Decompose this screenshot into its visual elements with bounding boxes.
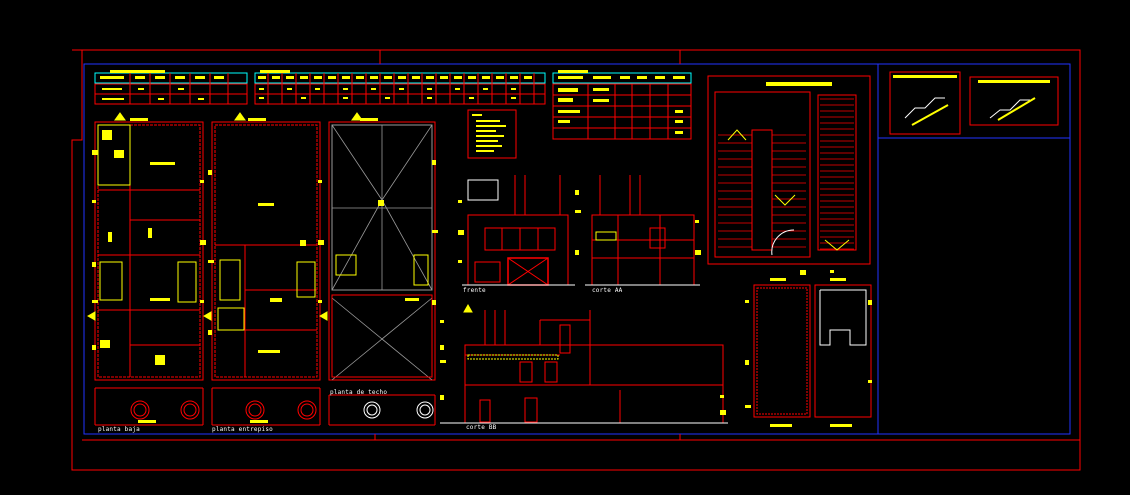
section-markers [86, 112, 473, 321]
plan-mezzanine-annotations [248, 118, 306, 423]
detail-box-1 [889, 71, 961, 135]
section-bb [440, 310, 728, 424]
title-frente: frente [463, 287, 486, 294]
schedule-table-2 [254, 70, 546, 105]
plan-roof-annotations [360, 118, 419, 301]
schedule-table-1 [94, 70, 248, 105]
section-aa [585, 175, 700, 286]
detail-box-2 [969, 76, 1059, 126]
legend-box [467, 109, 517, 159]
schedule-table-3 [552, 70, 692, 140]
foundation-plan-1 [753, 278, 811, 427]
plan-mezzanine [211, 121, 321, 426]
title-corte-aa: corte AA [592, 287, 623, 294]
stair-detail [707, 75, 871, 265]
title-planta-techo: planta de techo [330, 389, 388, 396]
sheet-border [71, 49, 1081, 471]
plan-ground-floor [94, 121, 204, 426]
title-planta-baja: planta baja [98, 426, 140, 433]
title-corte-bb: corte BB [466, 424, 497, 431]
plan-ground-floor-annotations [100, 118, 175, 423]
dimension-tags [92, 150, 872, 415]
title-planta-entrepiso: planta entrepiso [212, 426, 273, 433]
plan-roof [328, 121, 436, 426]
elevation-front [462, 175, 575, 286]
foundation-plan-2 [814, 278, 872, 427]
